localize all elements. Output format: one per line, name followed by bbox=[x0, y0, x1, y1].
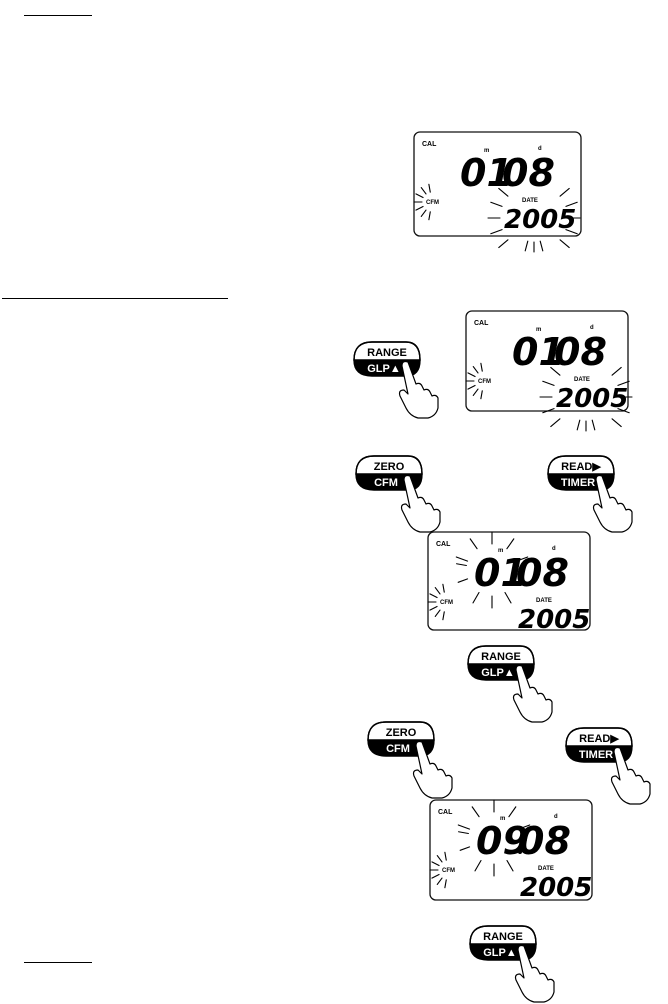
range-top-label: RANGE bbox=[483, 931, 523, 943]
pointing-hand-icon bbox=[610, 746, 651, 805]
range-bottom-label: GLP▲ bbox=[367, 363, 401, 375]
cal-indicator: CAL bbox=[438, 809, 453, 816]
year-blink-rays-bottom bbox=[576, 419, 596, 432]
day-mark: d bbox=[552, 546, 556, 552]
cfm-blink-rays bbox=[465, 362, 483, 400]
month-digits: 09 bbox=[476, 819, 529, 863]
month-blink-rays-bottom bbox=[472, 591, 512, 609]
range-glp-button-3[interactable]: RANGE GLP▲ bbox=[466, 920, 556, 1003]
range-glp-button-1[interactable]: RANGE GLP▲ bbox=[350, 336, 440, 419]
lcd-frame bbox=[427, 531, 591, 631]
day-digits: 08 bbox=[518, 819, 571, 863]
cfm-indicator: CFM bbox=[426, 200, 439, 206]
day-digits: 08 bbox=[502, 151, 555, 195]
heading-underline-bottom bbox=[24, 962, 92, 963]
cal-indicator: CAL bbox=[474, 320, 489, 327]
year-digits: 2005 bbox=[518, 605, 590, 635]
cfm-blink-rays bbox=[427, 583, 445, 621]
year-blink-rays-bottom bbox=[524, 240, 544, 253]
range-top-label: RANGE bbox=[481, 651, 521, 663]
month-blink-rays-left bbox=[455, 563, 469, 583]
month-blink-rays-left bbox=[457, 831, 471, 851]
month-blink-rays-top bbox=[457, 799, 531, 830]
day-mark: d bbox=[538, 146, 542, 152]
date-indicator: DATE bbox=[538, 866, 554, 872]
range-top-label: RANGE bbox=[367, 347, 407, 359]
year-blink-rays-left bbox=[487, 187, 509, 249]
lcd-frame bbox=[429, 799, 593, 901]
read-timer-button-1[interactable]: READ▶ TIMER bbox=[544, 450, 634, 533]
zero-cfm-button-2[interactable]: ZERO CFM bbox=[364, 716, 454, 799]
zero-top-label: ZERO bbox=[374, 461, 405, 473]
day-digits: 08 bbox=[554, 330, 607, 374]
read-bottom-label: TIMER bbox=[579, 749, 613, 761]
month-digits: 01 bbox=[460, 151, 513, 195]
pointing-hand-icon bbox=[398, 360, 439, 419]
year-blink-rays-right bbox=[611, 366, 633, 428]
month-digits: 01 bbox=[512, 330, 565, 374]
date-indicator: DATE bbox=[574, 377, 590, 383]
month-digits: 01 bbox=[474, 551, 527, 595]
cfm-blink-rays bbox=[429, 851, 447, 889]
month-mark: m bbox=[484, 148, 489, 154]
read-top-label: READ▶ bbox=[579, 733, 619, 745]
range-bottom-label: GLP▲ bbox=[483, 947, 517, 959]
cal-indicator: CAL bbox=[436, 541, 451, 548]
month-blink-rays-top bbox=[455, 531, 529, 562]
year-digits: 2005 bbox=[504, 205, 576, 235]
pointing-hand-icon bbox=[512, 664, 553, 723]
month-mark: m bbox=[498, 548, 503, 554]
decimal-point bbox=[554, 361, 558, 365]
day-mark: d bbox=[554, 814, 558, 820]
year-digits: 2005 bbox=[556, 384, 628, 414]
read-top-label: READ▶ bbox=[561, 461, 601, 473]
cfm-indicator: CFM bbox=[478, 379, 491, 385]
pointing-hand-icon bbox=[514, 944, 555, 1003]
year-blink-rays-left bbox=[539, 366, 561, 428]
cal-indicator: CAL bbox=[422, 141, 437, 148]
lcd-frame bbox=[413, 131, 582, 237]
decimal-point bbox=[502, 182, 506, 186]
month-mark: m bbox=[536, 327, 541, 333]
day-digits: 08 bbox=[516, 551, 569, 595]
read-bottom-label: TIMER bbox=[561, 477, 595, 489]
range-glp-button-2[interactable]: RANGE GLP▲ bbox=[464, 640, 554, 723]
day-mark: d bbox=[590, 325, 594, 331]
decimal-point bbox=[518, 850, 522, 854]
zero-top-label: ZERO bbox=[386, 727, 417, 739]
date-indicator: DATE bbox=[522, 198, 538, 204]
cfm-indicator: CFM bbox=[440, 600, 453, 606]
range-bottom-label: GLP▲ bbox=[481, 667, 515, 679]
pointing-hand-icon bbox=[412, 740, 453, 799]
pointing-hand-icon bbox=[400, 474, 441, 533]
month-blink-rays-bottom bbox=[474, 859, 514, 877]
date-indicator: DATE bbox=[536, 598, 552, 604]
zero-bottom-label: CFM bbox=[374, 477, 398, 489]
year-blink-rays-right bbox=[559, 187, 581, 249]
cfm-indicator: CFM bbox=[442, 868, 455, 874]
zero-cfm-button-1[interactable]: ZERO CFM bbox=[352, 450, 442, 533]
pointing-hand-icon bbox=[592, 474, 633, 533]
year-digits: 2005 bbox=[520, 873, 592, 903]
decimal-point bbox=[516, 582, 520, 586]
zero-bottom-label: CFM bbox=[386, 743, 410, 755]
cfm-blink-rays bbox=[413, 183, 431, 221]
heading-underline-top bbox=[24, 15, 92, 16]
read-timer-button-2[interactable]: READ▶ TIMER bbox=[562, 722, 652, 805]
month-mark: m bbox=[500, 816, 505, 822]
heading-underline-section bbox=[2, 298, 228, 299]
